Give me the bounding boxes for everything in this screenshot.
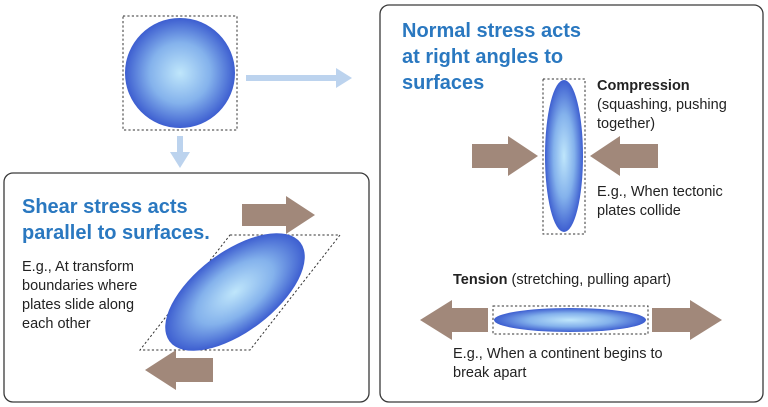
shear-example-line4: each other [22, 316, 91, 332]
stretched-ellipse [494, 308, 646, 332]
tension-arrow-left [420, 300, 488, 340]
compression-arrow-right [590, 136, 658, 176]
shear-example-line1: E.g., At transform [22, 259, 135, 275]
guide-arrow-down [170, 136, 190, 168]
tension-arrow-right [652, 300, 722, 340]
shear-stress-heading-line1: Shear stress acts [22, 196, 188, 218]
compression-desc-line1: (squashing, pushing [597, 97, 727, 113]
tension-bounding-box [492, 305, 649, 335]
tension-example-line1: E.g., When a continent begins to [453, 346, 663, 362]
normal-stress-heading-line2: at right angles to [402, 46, 564, 68]
tension-example-line2: break apart [453, 365, 527, 381]
shear-arrow-bottom [145, 350, 213, 390]
compression-example-line2: plates collide [597, 203, 681, 219]
shear-example-line3: plates slide along [22, 297, 135, 313]
compressed-ellipse [545, 80, 583, 232]
tension-desc: (stretching, pulling apart) [507, 272, 672, 288]
compression-desc-line2: together) [597, 116, 656, 132]
normal-stress-heading-line1: Normal stress acts [402, 20, 581, 42]
shear-example-line2: boundaries where [22, 278, 138, 294]
normal-stress-heading-line3: surfaces [402, 72, 485, 94]
tension-label: Tension (stretching, pulling apart) [453, 271, 671, 290]
undeformed-sphere [125, 18, 235, 128]
sheared-ellipse [165, 233, 305, 351]
compression-example-line1: E.g., When tectonic [597, 184, 723, 200]
tension-title: Tension [453, 272, 508, 288]
shear-arrow-top [242, 196, 315, 234]
compression-arrow-left [472, 136, 538, 176]
guide-arrow-right [246, 68, 352, 88]
shear-stress-heading-line2: parallel to surfaces. [22, 222, 210, 244]
compression-bounding-box [542, 78, 586, 235]
compression-title: Compression [597, 78, 690, 94]
